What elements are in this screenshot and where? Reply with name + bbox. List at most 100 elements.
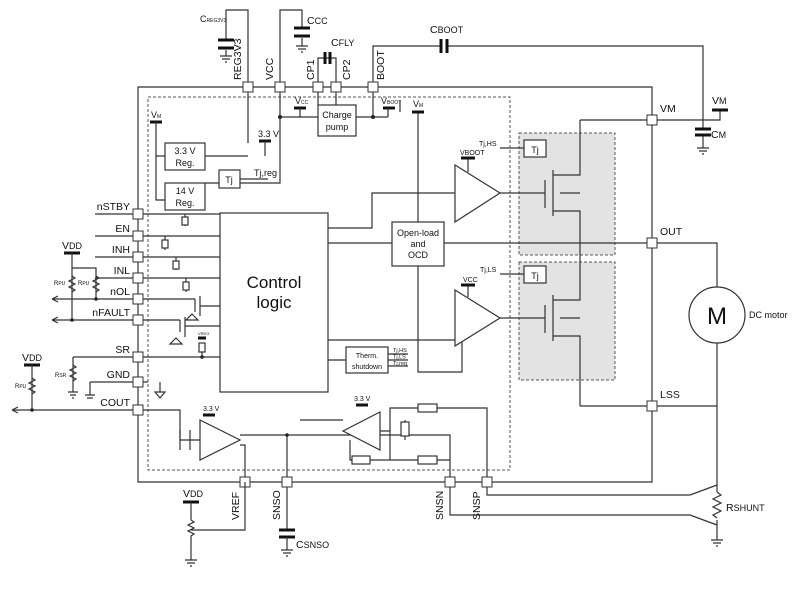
schematic-rect <box>242 81 254 93</box>
label-right-motor-symbol: M <box>707 303 727 330</box>
label-internal-open-load-1: and <box>410 239 425 249</box>
schematic-rect <box>417 403 438 413</box>
low-side-driver <box>454 288 502 348</box>
schematic-text: CSNSO <box>296 539 329 551</box>
label-right-out-pin: OUT <box>660 226 683 238</box>
schematic-path <box>580 119 652 407</box>
schematic-path <box>388 353 408 367</box>
pin-label-cp2: CP2 <box>341 59 353 80</box>
label-internal-charge-pump-1: pump <box>326 122 349 132</box>
label-internal-tj: Tj <box>225 175 233 185</box>
label-bottom-components-c-snso-sub: SNSO <box>304 540 330 550</box>
schematic-path <box>11 365 133 414</box>
label-left-components-r-sr-main: R <box>55 373 60 379</box>
schematic-text: RSR <box>55 373 67 379</box>
schematic-text: VM <box>413 99 423 109</box>
label-bottom-components-v33b: 3.3 V <box>354 396 371 403</box>
schematic-path <box>695 108 728 137</box>
output-buffer-amp <box>199 419 242 461</box>
pulldown-resistors <box>164 214 187 292</box>
label-bottom-components-v33a: 3.3 V <box>203 406 220 413</box>
ground-icon <box>153 391 167 399</box>
schematic-rect <box>400 421 410 437</box>
schematic-text: RSHUNT <box>726 502 765 514</box>
label-left-components-r-sr-sub: SR <box>59 373 66 379</box>
schematic-text: CREG3V3 <box>200 14 226 24</box>
label-right-r-shunt-sub: SHUNT <box>734 503 766 513</box>
schematic-rect <box>182 281 190 291</box>
ground-icon <box>296 45 308 53</box>
label-internal-reg33-0: 3.3 V <box>174 146 195 156</box>
schematic-text: VM <box>151 110 161 120</box>
label-internal-tj-hs: Tj,HS <box>479 141 497 148</box>
schematic-rect <box>161 239 169 249</box>
label-right-vm-supply-sub: M <box>719 96 727 106</box>
schematic-text: VCC <box>295 96 309 106</box>
label-internal-tj: Tj <box>531 145 539 155</box>
label-right-r-shunt-main: R <box>726 502 734 514</box>
schematic-path <box>68 356 133 399</box>
label-bottom-pins-1: SNSO <box>271 490 283 520</box>
label-bottom-components-vdd-sub: DD <box>190 489 203 499</box>
internal-top-wires <box>205 87 388 184</box>
reg-3v3-block <box>164 142 206 171</box>
schematic-rect <box>281 476 293 488</box>
label-bottom-components-vdd-main: V <box>183 488 190 500</box>
pullup-resistors <box>67 275 101 293</box>
label-internal-control-logic-0: Control <box>247 273 302 292</box>
charge-pump-block <box>317 104 357 137</box>
schematic-path <box>328 158 652 319</box>
schematic-rect <box>132 376 144 388</box>
schematic-text: VDD <box>22 352 43 364</box>
schematic-rect <box>132 404 144 416</box>
label-left-pins-2: INH <box>112 244 130 256</box>
package-outline <box>137 86 653 483</box>
label-left-pins-0: nSTBY <box>97 201 130 213</box>
schematic-circle <box>278 115 282 119</box>
label-internal-open-load-2: OCD <box>408 250 429 260</box>
sense-amplifier <box>341 411 381 451</box>
label-left-pins-5: nFAULT <box>92 307 130 319</box>
schematic-rect <box>132 208 144 220</box>
ground-icon <box>220 55 232 63</box>
label-left-components-vdd-main: V <box>62 240 69 252</box>
schematic-text: RPU <box>15 384 27 390</box>
schematic-rect <box>417 455 438 465</box>
label-internal-open-load-0: Open-load <box>397 228 439 238</box>
schematic-circle <box>94 297 98 301</box>
label-top-components-c-cc-sub: CC <box>315 16 328 26</box>
label-left-components-r-pu-sub: PU <box>82 281 89 287</box>
label-internal-vcc-rail-sub: CC <box>301 100 309 106</box>
label-left-pins-7: GND <box>107 369 131 381</box>
sense-lines <box>449 470 718 526</box>
external-signal-lines <box>51 213 133 324</box>
label-internal-vreg-small: VREG <box>198 331 209 336</box>
schematic-rect <box>181 216 189 226</box>
label-internal-vm-rail-sub: M <box>157 114 161 120</box>
schematic-rect <box>646 400 658 412</box>
label-left-components-r-pu-main: R <box>54 281 59 287</box>
top-pins <box>242 81 379 93</box>
label-right-motor-label: DC motor <box>749 310 788 320</box>
label-internal-reg33-1: Reg. <box>175 158 194 168</box>
label-internal-vboot-rail-sub: BOOT <box>387 100 401 106</box>
label-internal-therm-outputs-0: Tj,HS <box>393 348 407 354</box>
schematic-path <box>461 156 475 287</box>
schematic-path <box>657 110 721 540</box>
label-left-pins-4: nOL <box>110 286 130 298</box>
label-internal-vcc-rail-main: V <box>295 96 301 106</box>
label-left-components-vdd-sub: DD <box>69 241 82 251</box>
schematic-path <box>328 100 463 373</box>
label-top-components-c-boot-sub: BOOT <box>438 25 464 35</box>
cfly-wire <box>317 57 337 87</box>
schematic-text: CBOOT <box>430 24 464 36</box>
schematic-rect <box>132 351 144 363</box>
label-bottom-pins-3: SNSP <box>471 491 483 520</box>
pin-label-boot: BOOT <box>375 50 387 80</box>
open-drain-fets <box>179 296 220 337</box>
schematic-rect <box>646 237 658 249</box>
control-logic-block <box>219 212 329 393</box>
creg3v3-wire <box>225 9 249 87</box>
label-internal-charge-pump-0: Charge <box>322 110 352 120</box>
